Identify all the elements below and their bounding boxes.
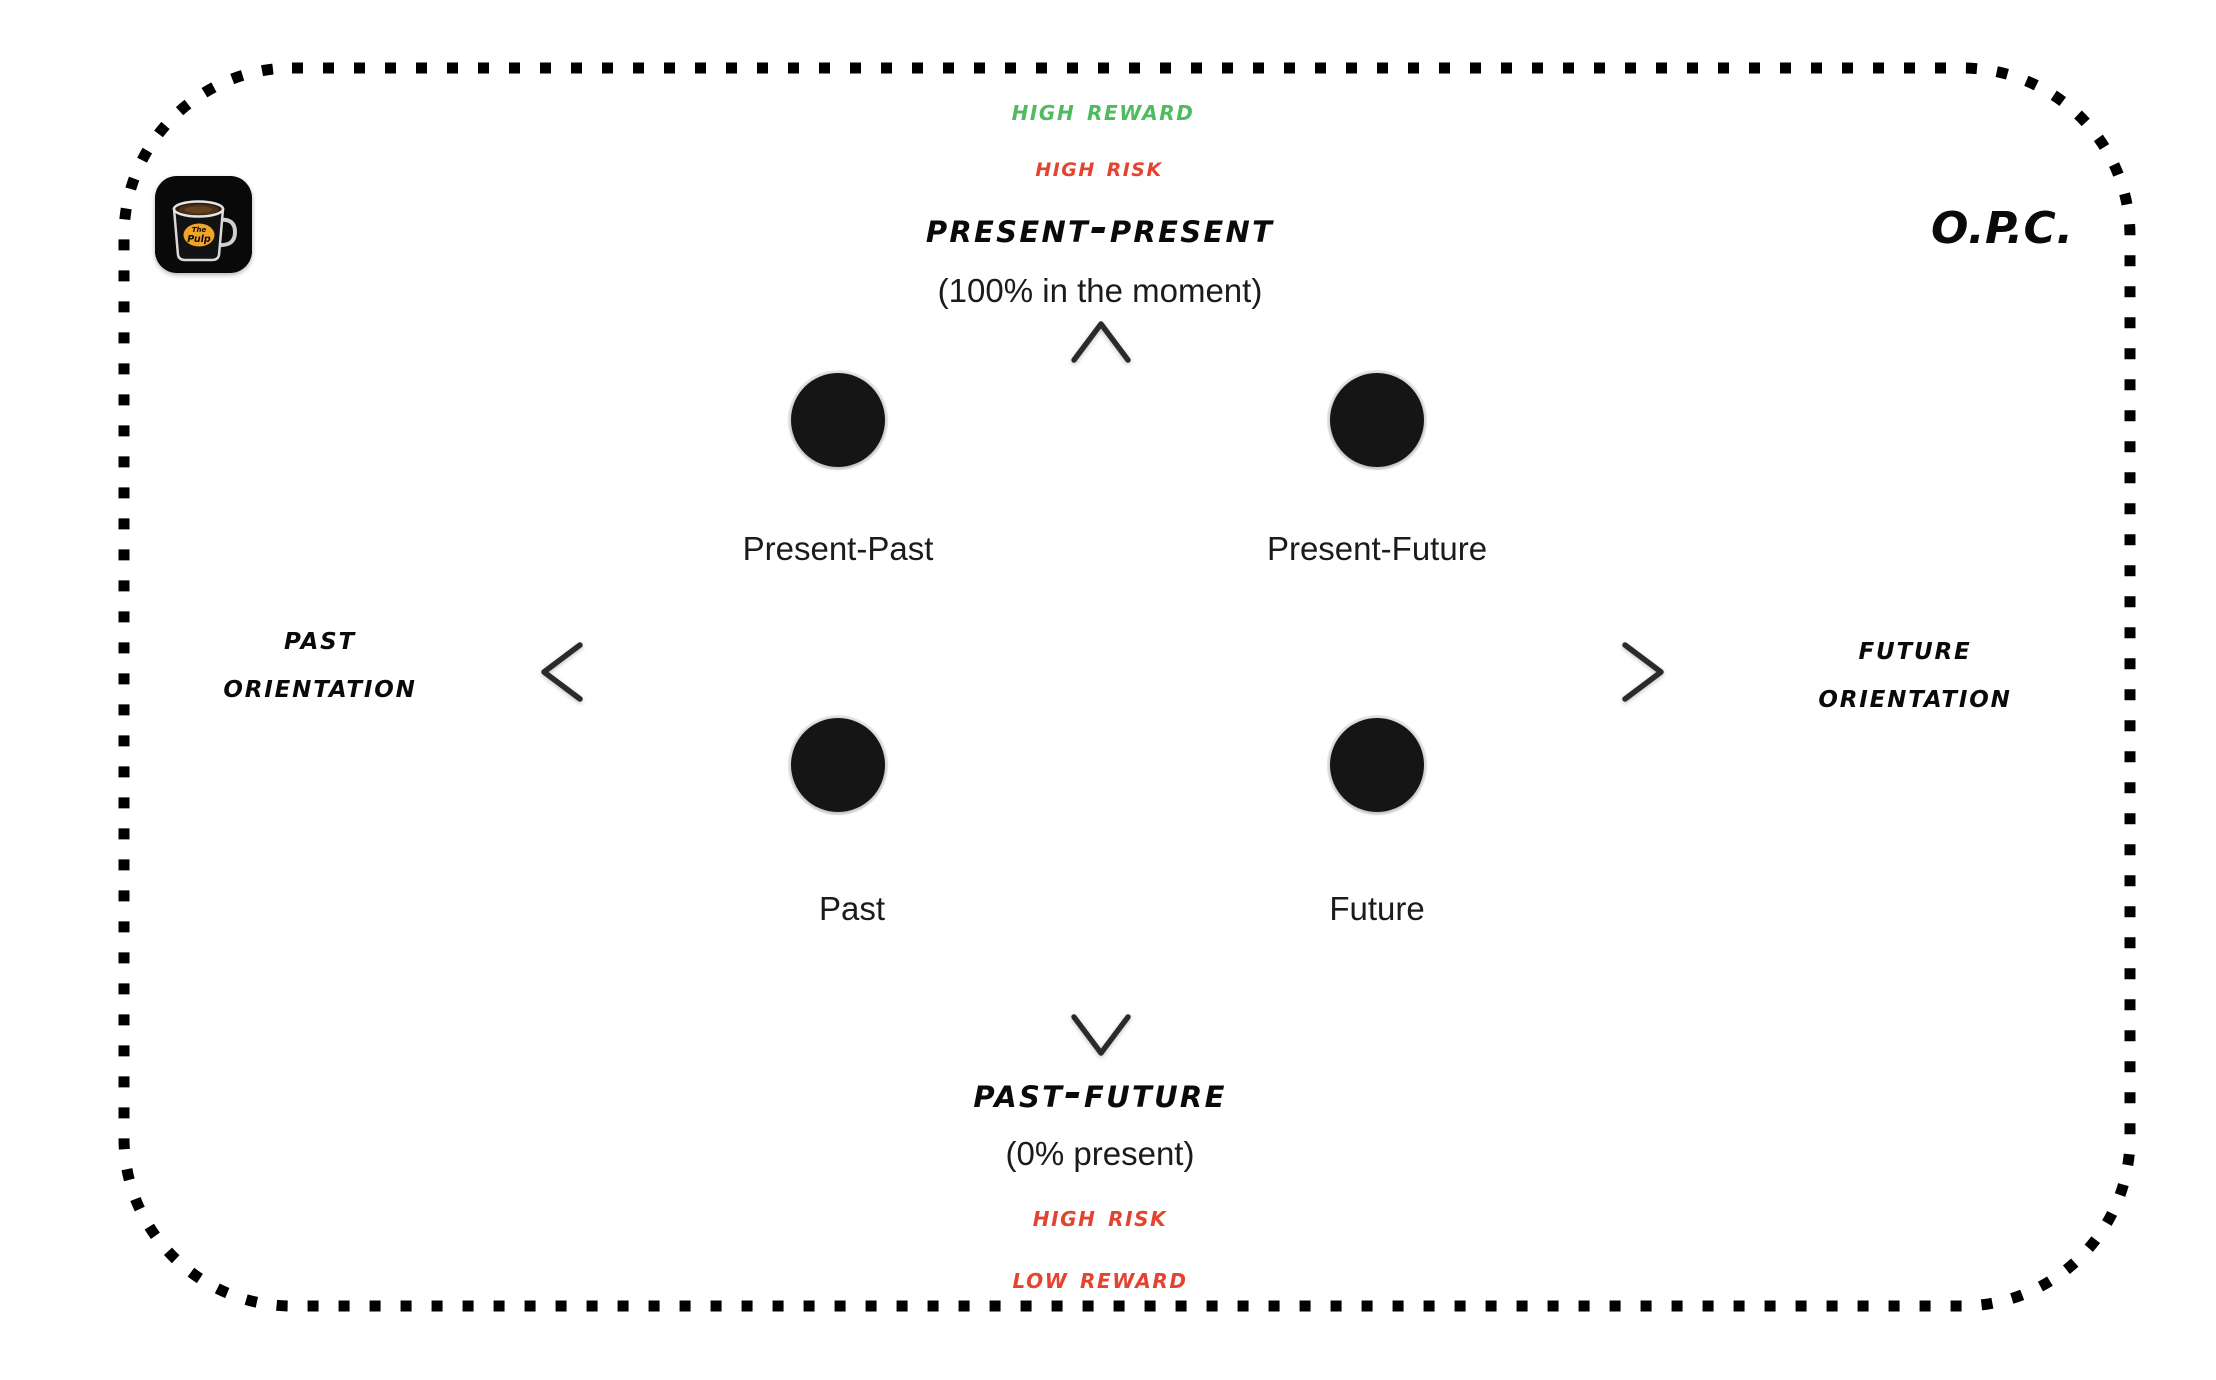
top-high-reward-label: High Reward [1011, 93, 1195, 127]
arrow-right-icon [1622, 642, 1664, 702]
corner-brand-mark: O.P.C. [1931, 203, 2074, 254]
node-label-future: Future [1329, 890, 1425, 927]
right-axis-label-line2: orientation [1818, 675, 2012, 715]
node-present-past[interactable] [791, 373, 885, 467]
node-future[interactable] [1330, 718, 1424, 812]
left-axis-label-line1: Past [283, 618, 357, 657]
node-label-present-future: Present-Future [1266, 530, 1488, 567]
arrow-left-icon [541, 642, 583, 702]
top-axis-title: Present-Present [925, 203, 1275, 252]
bottom-axis-subtitle: (0% present) [1005, 1135, 1195, 1172]
coffee-mug-icon: The Pulp [155, 176, 252, 273]
arrow-up-icon [1071, 321, 1131, 363]
bottom-axis-title: Past-Future [973, 1068, 1227, 1117]
logo-text-line1: The [192, 226, 207, 234]
top-axis-subtitle: (100% in the moment) [937, 272, 1263, 309]
vertical-axis [1071, 321, 1131, 1056]
node-label-present-past: Present-Past [742, 530, 934, 567]
top-high-risk-label: High risk [1035, 152, 1163, 183]
bottom-high-risk-label: High Risk [1032, 1199, 1168, 1233]
left-axis-label: Past orientation [175, 614, 465, 710]
node-label-past: Past [818, 890, 886, 927]
node-present-future[interactable] [1330, 373, 1424, 467]
left-axis-label-line2: orientation [223, 665, 417, 705]
right-axis-label-line1: Future [1858, 628, 1972, 667]
right-axis-label: Future orientation [1770, 624, 2060, 720]
horizontal-axis [541, 642, 1664, 702]
node-past[interactable] [791, 718, 885, 812]
bottom-low-reward-label: Low Reward [1012, 1261, 1188, 1295]
logo-text-line2: Pulp [187, 234, 211, 245]
arrow-down-icon [1071, 1014, 1131, 1056]
